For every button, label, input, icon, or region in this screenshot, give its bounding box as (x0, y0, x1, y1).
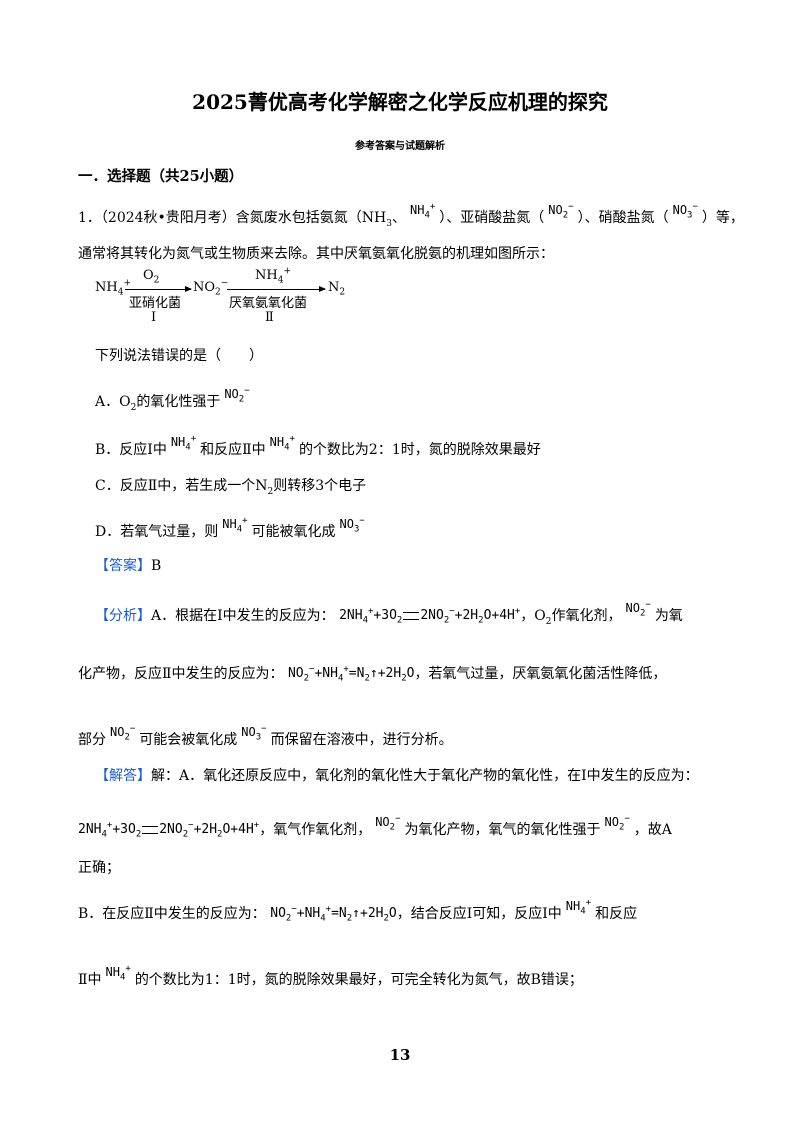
solution-tag: 【解答】 (95, 768, 151, 784)
solution-line-3: 正确； (78, 860, 120, 876)
page-title: 2025菁优高考化学解密之化学反应机理的探究 (192, 90, 608, 114)
page-subtitle: 参考答案与试题解析 (355, 141, 445, 152)
analysis-tag: 【分析】 (95, 608, 151, 624)
nitrite-ion: NO2− (548, 202, 574, 221)
answer-tag: 【答案】 (95, 558, 151, 574)
mech-arrow-2 (227, 286, 326, 292)
ammonium-ion: NH4+ (410, 202, 436, 221)
mech-start: NH4+ (95, 278, 131, 298)
question-prompt: 下列说法错误的是（ ） (95, 348, 263, 364)
analysis-line-2: 化产物，反应Ⅱ中发生的反应为： NO2−+NH4+=N2↑+2H2O，若氧气过量… (78, 664, 667, 684)
equation-2: NO2−+NH4+=N2↑+2H2O (287, 664, 415, 684)
page-number: 13 (389, 1046, 411, 1064)
mech-step1-num: Ⅰ (151, 310, 157, 325)
mechanism-diagram: NH4+ O2 亚硝化菌 Ⅰ NO2− NH4+ 厌氧氨氧化菌 Ⅱ N2 (95, 266, 395, 328)
question-line-2: 通常将其转化为氮气或生物质来去除。其中厌氧氨氧化脱氨的机理如图所示： (78, 246, 554, 262)
answer-value: B (151, 558, 162, 574)
solution-line-4: B．在反应Ⅱ中发生的反应为： NO2−+NH4+=N2↑+2H2O，结合反应Ⅰ可… (78, 898, 638, 924)
mech-step2-num: Ⅱ (265, 310, 274, 325)
answer-line: 【答案】B (95, 556, 161, 576)
equation-4: NO2−+NH4+=N2↑+2H2O (270, 904, 397, 924)
question-line-1: 1．（2024秋•贵阳月考）含氮废水包括氨氮（NH3、NH4+）、亚硝酸盐氮（N… (78, 202, 744, 229)
option-c: C．反应Ⅱ中，若生成一个N2则转移3个电子 (95, 478, 367, 497)
section-heading: 一．选择题（共25小题） (78, 168, 244, 185)
mech-end: N2 (328, 280, 346, 298)
nitrate-ion: NO3− (672, 202, 698, 221)
mech-mid: NO2− (193, 278, 229, 298)
mech-step1-label: 亚硝化菌 (129, 296, 182, 311)
mech-arrow-1 (125, 286, 192, 292)
mech-step2-label: 厌氧氨氧化菌 (229, 296, 308, 311)
mech-o2: O2 (143, 268, 160, 286)
mech-nh4: NH4+ (255, 266, 291, 286)
solution-line-1: 【解答】解：A．氧化还原反应中，氧化剂的氧化性大于氧化产物的氧化性，在Ⅰ中发生的… (95, 768, 699, 784)
